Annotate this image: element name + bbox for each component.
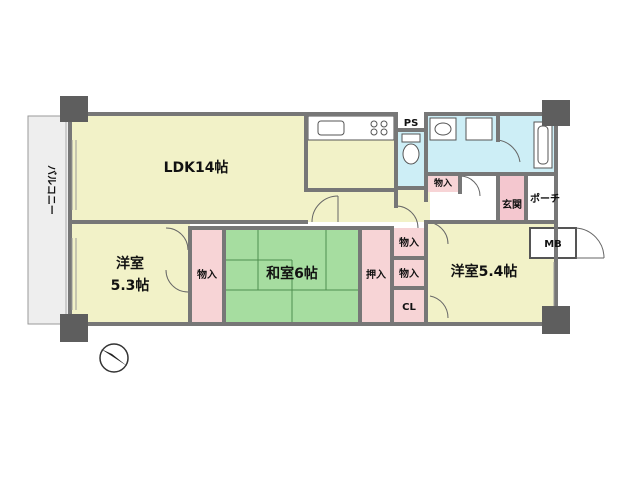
- north-arrow-icon: [99, 343, 129, 373]
- room-label-ldk: LDK14帖: [164, 159, 229, 176]
- oshiire-floor: [360, 228, 392, 322]
- door-swings: [165, 139, 605, 319]
- washing-machine-pan: [465, 117, 493, 141]
- closet-upper-label: 物入: [399, 236, 419, 249]
- entrance-floor: [498, 174, 526, 222]
- kitchen-counter: [307, 115, 395, 141]
- ldk-floor: [70, 114, 306, 222]
- toilet-icon: [401, 133, 421, 165]
- balcony-label: バルコニー: [45, 165, 57, 215]
- oshiire-label: 押入: [366, 268, 386, 281]
- closet-left-label: 物入: [197, 268, 217, 281]
- ps-label: PS: [404, 118, 419, 129]
- mb-label: MB: [544, 239, 562, 250]
- porch-label: ポーチ: [530, 192, 560, 205]
- cl-floor: [392, 288, 426, 322]
- closet-left-floor: [190, 228, 224, 322]
- closet-wash-floor: [426, 174, 460, 192]
- mb-box: [529, 227, 577, 259]
- balcony: [27, 115, 71, 325]
- columns: [60, 96, 570, 342]
- walls: [68, 112, 558, 326]
- bathtub-icon: [533, 121, 553, 169]
- closet-middle-floor: [392, 258, 426, 288]
- windows: [71, 140, 555, 310]
- washbasin-icon: [429, 117, 457, 141]
- room-label-japanese: 和室6帖: [266, 265, 318, 282]
- closet-middle-label: 物入: [399, 267, 419, 280]
- entrance-label: 玄関: [502, 198, 522, 211]
- cl-label: CL: [402, 302, 416, 313]
- closet-upper-floor: [392, 228, 426, 258]
- room-label-western-left-name: 洋室: [116, 255, 144, 272]
- room-label-western-left-size: 5.3帖: [111, 277, 150, 294]
- room-label-western-right: 洋室5.4帖: [451, 263, 518, 280]
- tatami-lines: [224, 228, 360, 322]
- closet-wash-label: 物入: [434, 177, 452, 189]
- hall-floor: [306, 190, 430, 222]
- western-left-floor: [70, 222, 190, 322]
